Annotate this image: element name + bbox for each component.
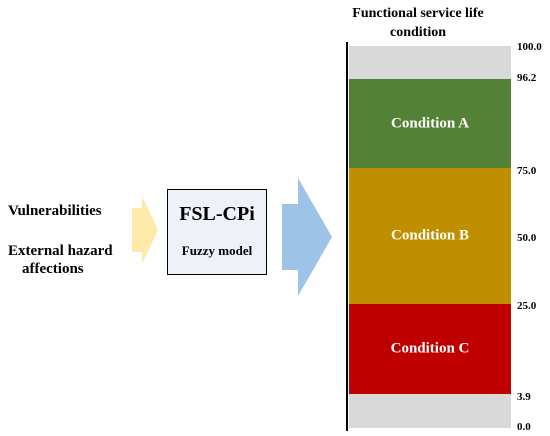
model-subtitle: Fuzzy model: [181, 243, 253, 258]
scale-axis-line: [346, 42, 348, 431]
input-vulnerabilities: Vulnerabilities: [8, 203, 102, 219]
input-external-hazard-line2: affections: [22, 261, 84, 277]
band-top-empty: [349, 46, 511, 79]
tick-label: 75.0: [517, 165, 537, 177]
band-condition-a: Condition A: [349, 79, 511, 168]
model-title: FSL-CPi: [179, 203, 255, 225]
tick-label: 3.9: [517, 391, 531, 403]
fuzzy-model-box: FSL-CPi Fuzzy model: [167, 189, 267, 275]
tick-label: 96.2: [517, 72, 537, 84]
tick-label: 100.0: [517, 41, 542, 53]
condition-c-label: Condition C: [390, 340, 470, 357]
tick-label: 50.0: [517, 232, 537, 244]
tick-label: 0.0: [517, 421, 531, 433]
band-condition-c: Condition C: [349, 304, 511, 394]
input-external-hazard: External hazard: [8, 243, 113, 259]
tick-label: 25.0: [517, 300, 537, 312]
input-arrow-icon: [132, 196, 158, 264]
scale-title-line1: Functional service life: [352, 6, 484, 21]
scale-title: Functional service life condition: [338, 4, 498, 42]
condition-a-label: Condition A: [391, 115, 469, 131]
condition-b-label: Condition B: [391, 227, 469, 244]
output-arrow-icon: [282, 178, 332, 296]
scale-title-line2: condition: [389, 25, 446, 40]
band-condition-b: Condition B: [349, 168, 511, 304]
band-bottom-empty: [349, 394, 511, 428]
